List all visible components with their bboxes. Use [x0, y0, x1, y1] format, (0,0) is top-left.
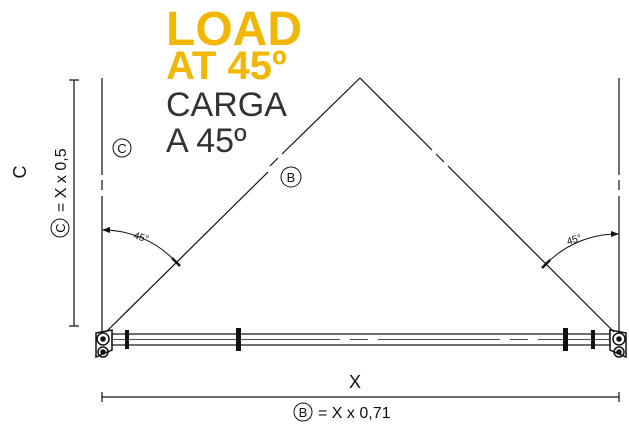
left-angle-arc — [101, 229, 177, 263]
angle-arcs — [101, 227, 620, 269]
formula-b-marker: B — [299, 405, 308, 420]
marker-c: C — [112, 138, 132, 158]
right-end-fitting — [609, 329, 627, 359]
title-load: LOAD — [166, 3, 302, 56]
sling-lines — [105, 77, 615, 333]
dimension-c — [69, 79, 79, 327]
svg-text:C: C — [117, 141, 126, 156]
right-sling-upper — [359, 77, 433, 151]
left-sling-upper — [281, 77, 361, 155]
title-carga: CARGA — [166, 86, 287, 124]
right-sling-dash — [435, 153, 445, 163]
left-sling-lower — [105, 171, 269, 333]
formula-b-text: = X x 0,71 — [318, 405, 391, 422]
marker-b: B — [280, 166, 302, 188]
right-angle-arc — [545, 233, 620, 265]
left-sling-dash — [269, 157, 279, 167]
left-angle-label: 45° — [132, 230, 150, 245]
svg-text:C: C — [10, 166, 30, 179]
dimension-c-label: C — [10, 166, 30, 179]
left-end-fitting — [95, 329, 113, 359]
svg-text:B: B — [287, 170, 296, 185]
formula-c-group: C = X x 0,5 — [50, 148, 70, 238]
right-sling-lower — [447, 165, 615, 333]
vertical-guides — [101, 78, 620, 332]
title-a-45: A 45º — [166, 122, 247, 160]
formula-c-text: = X x 0,5 — [53, 148, 70, 212]
dimension-x — [101, 392, 620, 402]
spreader-beam — [111, 328, 611, 351]
formula-b-group: B = X x 0,71 — [293, 402, 391, 422]
right-angle-label: 45° — [566, 233, 584, 248]
title-at-45: AT 45º — [166, 44, 287, 88]
formula-c-marker: C — [53, 223, 68, 232]
dimension-x-label: X — [349, 372, 361, 392]
